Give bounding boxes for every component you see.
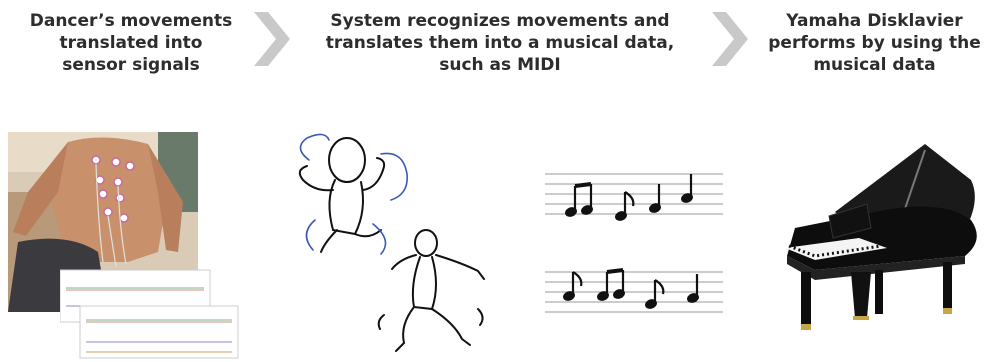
caption-line: such as MIDI [439, 55, 561, 75]
dancer-sketch-1 [298, 133, 408, 255]
caption-line: sensor signals [62, 55, 200, 75]
dancer-sketch-2 [377, 229, 485, 352]
caption-line: translated into [59, 33, 203, 53]
chevron-right-icon [712, 12, 748, 66]
sensor-signal-panels [60, 269, 239, 359]
step-3-caption: Yamaha Disklavier performs by using the … [760, 10, 989, 76]
step-1-caption: Dancer’s movements translated into senso… [2, 10, 260, 76]
caption-line: Yamaha Disklavier [786, 11, 963, 31]
caption-line: Dancer’s movements [29, 11, 233, 31]
caption-line: System recognizes movements and [330, 11, 670, 31]
music-staff-group [545, 173, 723, 313]
chevron-right-icon [254, 12, 290, 66]
grand-piano-image [785, 144, 977, 330]
caption-line: translates them into a musical data, [325, 33, 675, 53]
caption-line: musical data [813, 55, 936, 75]
dancer-sensor-photo [8, 132, 198, 312]
caption-line: performs by using the [768, 33, 981, 53]
step-2-caption: System recognizes movements and translat… [300, 10, 700, 76]
